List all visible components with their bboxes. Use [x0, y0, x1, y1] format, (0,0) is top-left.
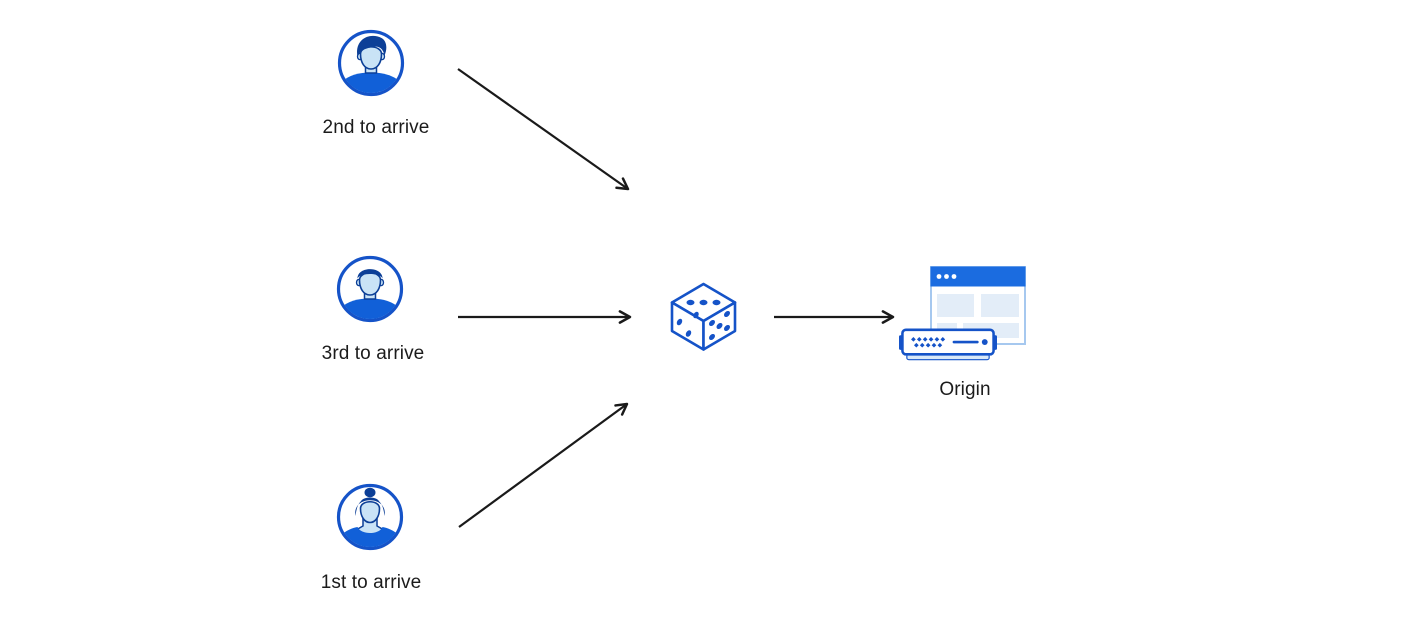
client-node-1st [336, 483, 404, 551]
client-node-3rd [336, 255, 404, 323]
arrow-client-1st-to-dice [458, 402, 629, 528]
avatar-woman-bun-hair-icon [336, 483, 404, 551]
client-label-1st: 1st to arrive [320, 572, 422, 593]
server-icon [899, 328, 997, 361]
avatar-man-flat-top-hair-icon [336, 255, 404, 323]
dice-node [668, 281, 739, 352]
avatar-man-side-swept-hair-icon [337, 29, 405, 97]
client-label-3rd: 3rd to arrive [321, 343, 425, 364]
client-node-2nd [337, 29, 405, 97]
client-label-2nd: 2nd to arrive [322, 117, 430, 138]
dice-icon [670, 282, 737, 351]
arrow-client-2nd-to-dice [457, 68, 630, 191]
origin-label: Origin [939, 379, 991, 400]
origin-server [899, 328, 997, 362]
